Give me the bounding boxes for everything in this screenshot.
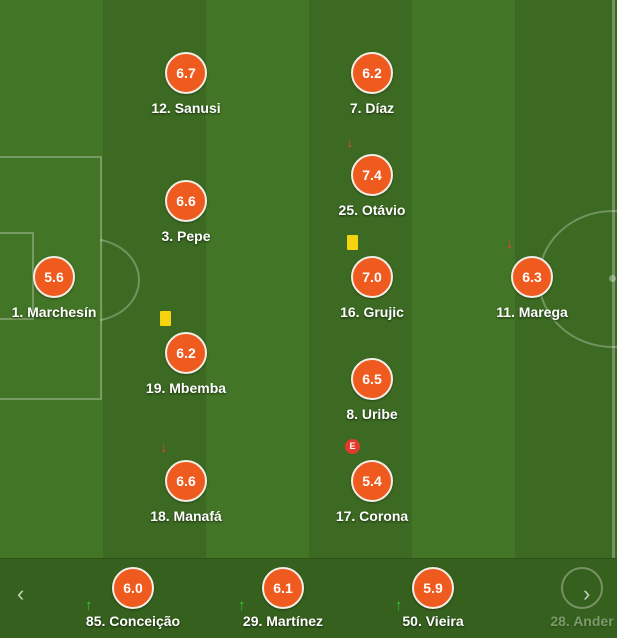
player-name: 85. Conceição	[85, 613, 181, 629]
player-name: 50. Vieira	[402, 613, 464, 629]
substitute-ander[interactable]: 28. Ander	[517, 567, 617, 629]
center-spot	[609, 275, 616, 282]
rating-badge: 5.4	[351, 460, 393, 502]
player-pepe[interactable]: 6.6 3. Pepe	[126, 180, 246, 244]
chevron-left-icon[interactable]: ‹	[17, 581, 25, 606]
rating-badge: 5.6	[33, 256, 75, 298]
substitutes-bar: ‹ 6.0 85. Conceição ↑ 6.1 29. Martínez ↑…	[0, 558, 617, 638]
arrow-up-icon: ↑	[85, 597, 93, 614]
player-mbemba[interactable]: 6.2 19. Mbemba	[126, 332, 246, 396]
rating-badge: 6.2	[351, 52, 393, 94]
arrow-down-icon: ↓	[160, 439, 168, 456]
rating-badge	[561, 567, 603, 609]
arrow-down-icon: ↓	[346, 134, 354, 151]
rating-badge: 7.0	[351, 256, 393, 298]
player-diaz[interactable]: 6.2 7. Díaz	[312, 52, 432, 116]
rating-badge: 5.9	[412, 567, 454, 609]
rating-badge: 6.3	[511, 256, 553, 298]
arrow-up-icon: ↑	[238, 597, 246, 614]
player-name: 17. Corona	[335, 508, 409, 524]
chevron-right-icon[interactable]: ›	[583, 581, 591, 606]
rating-badge: 6.6	[165, 180, 207, 222]
yellow-card-icon	[347, 235, 358, 250]
event-e-icon: E	[345, 439, 360, 454]
player-marchesin[interactable]: 5.6 1. Marchesín	[0, 256, 114, 320]
rating-badge: 6.2	[165, 332, 207, 374]
player-name: 3. Pepe	[161, 228, 211, 244]
player-name: 19. Mbemba	[145, 380, 227, 396]
player-marega[interactable]: 6.3 11. Marega	[472, 256, 592, 320]
player-name: 18. Manafá	[150, 508, 222, 524]
rating-badge: 6.7	[165, 52, 207, 94]
arrow-down-icon: ↓	[506, 235, 514, 252]
rating-badge: 6.5	[351, 358, 393, 400]
player-name: 7. Díaz	[349, 100, 395, 116]
rating-badge: 6.6	[165, 460, 207, 502]
player-sanusi[interactable]: 6.7 12. Sanusi	[126, 52, 246, 116]
player-name: 29. Martínez	[242, 613, 324, 629]
player-name: 1. Marchesín	[11, 304, 97, 320]
player-name: 25. Otávio	[338, 202, 406, 218]
player-name: 16. Grujic	[340, 304, 404, 320]
player-uribe[interactable]: 6.5 8. Uribe	[312, 358, 432, 422]
player-grujic[interactable]: 7.0 16. Grujic	[312, 256, 432, 320]
substitute-conceicao[interactable]: 6.0 85. Conceição	[68, 567, 198, 629]
arrow-up-icon: ↑	[395, 597, 403, 614]
substitute-martinez[interactable]: 6.1 29. Martínez	[218, 567, 348, 629]
player-corona[interactable]: 5.4 17. Corona	[312, 460, 432, 524]
player-manafa[interactable]: 6.6 18. Manafá	[126, 460, 246, 524]
football-pitch: 6.7 12. Sanusi 6.2 7. Díaz 7.4 25. Otávi…	[0, 0, 617, 558]
rating-badge: 7.4	[351, 154, 393, 196]
player-name: 28. Ander	[550, 613, 614, 629]
player-name: 8. Uribe	[346, 406, 398, 422]
player-otavio[interactable]: 7.4 25. Otávio	[312, 154, 432, 218]
rating-badge: 6.0	[112, 567, 154, 609]
player-name: 11. Marega	[496, 304, 568, 320]
rating-badge: 6.1	[262, 567, 304, 609]
halfway-line	[612, 0, 615, 558]
substitute-vieira[interactable]: 5.9 50. Vieira	[368, 567, 498, 629]
player-name: 12. Sanusi	[151, 100, 221, 116]
yellow-card-icon	[160, 311, 171, 326]
